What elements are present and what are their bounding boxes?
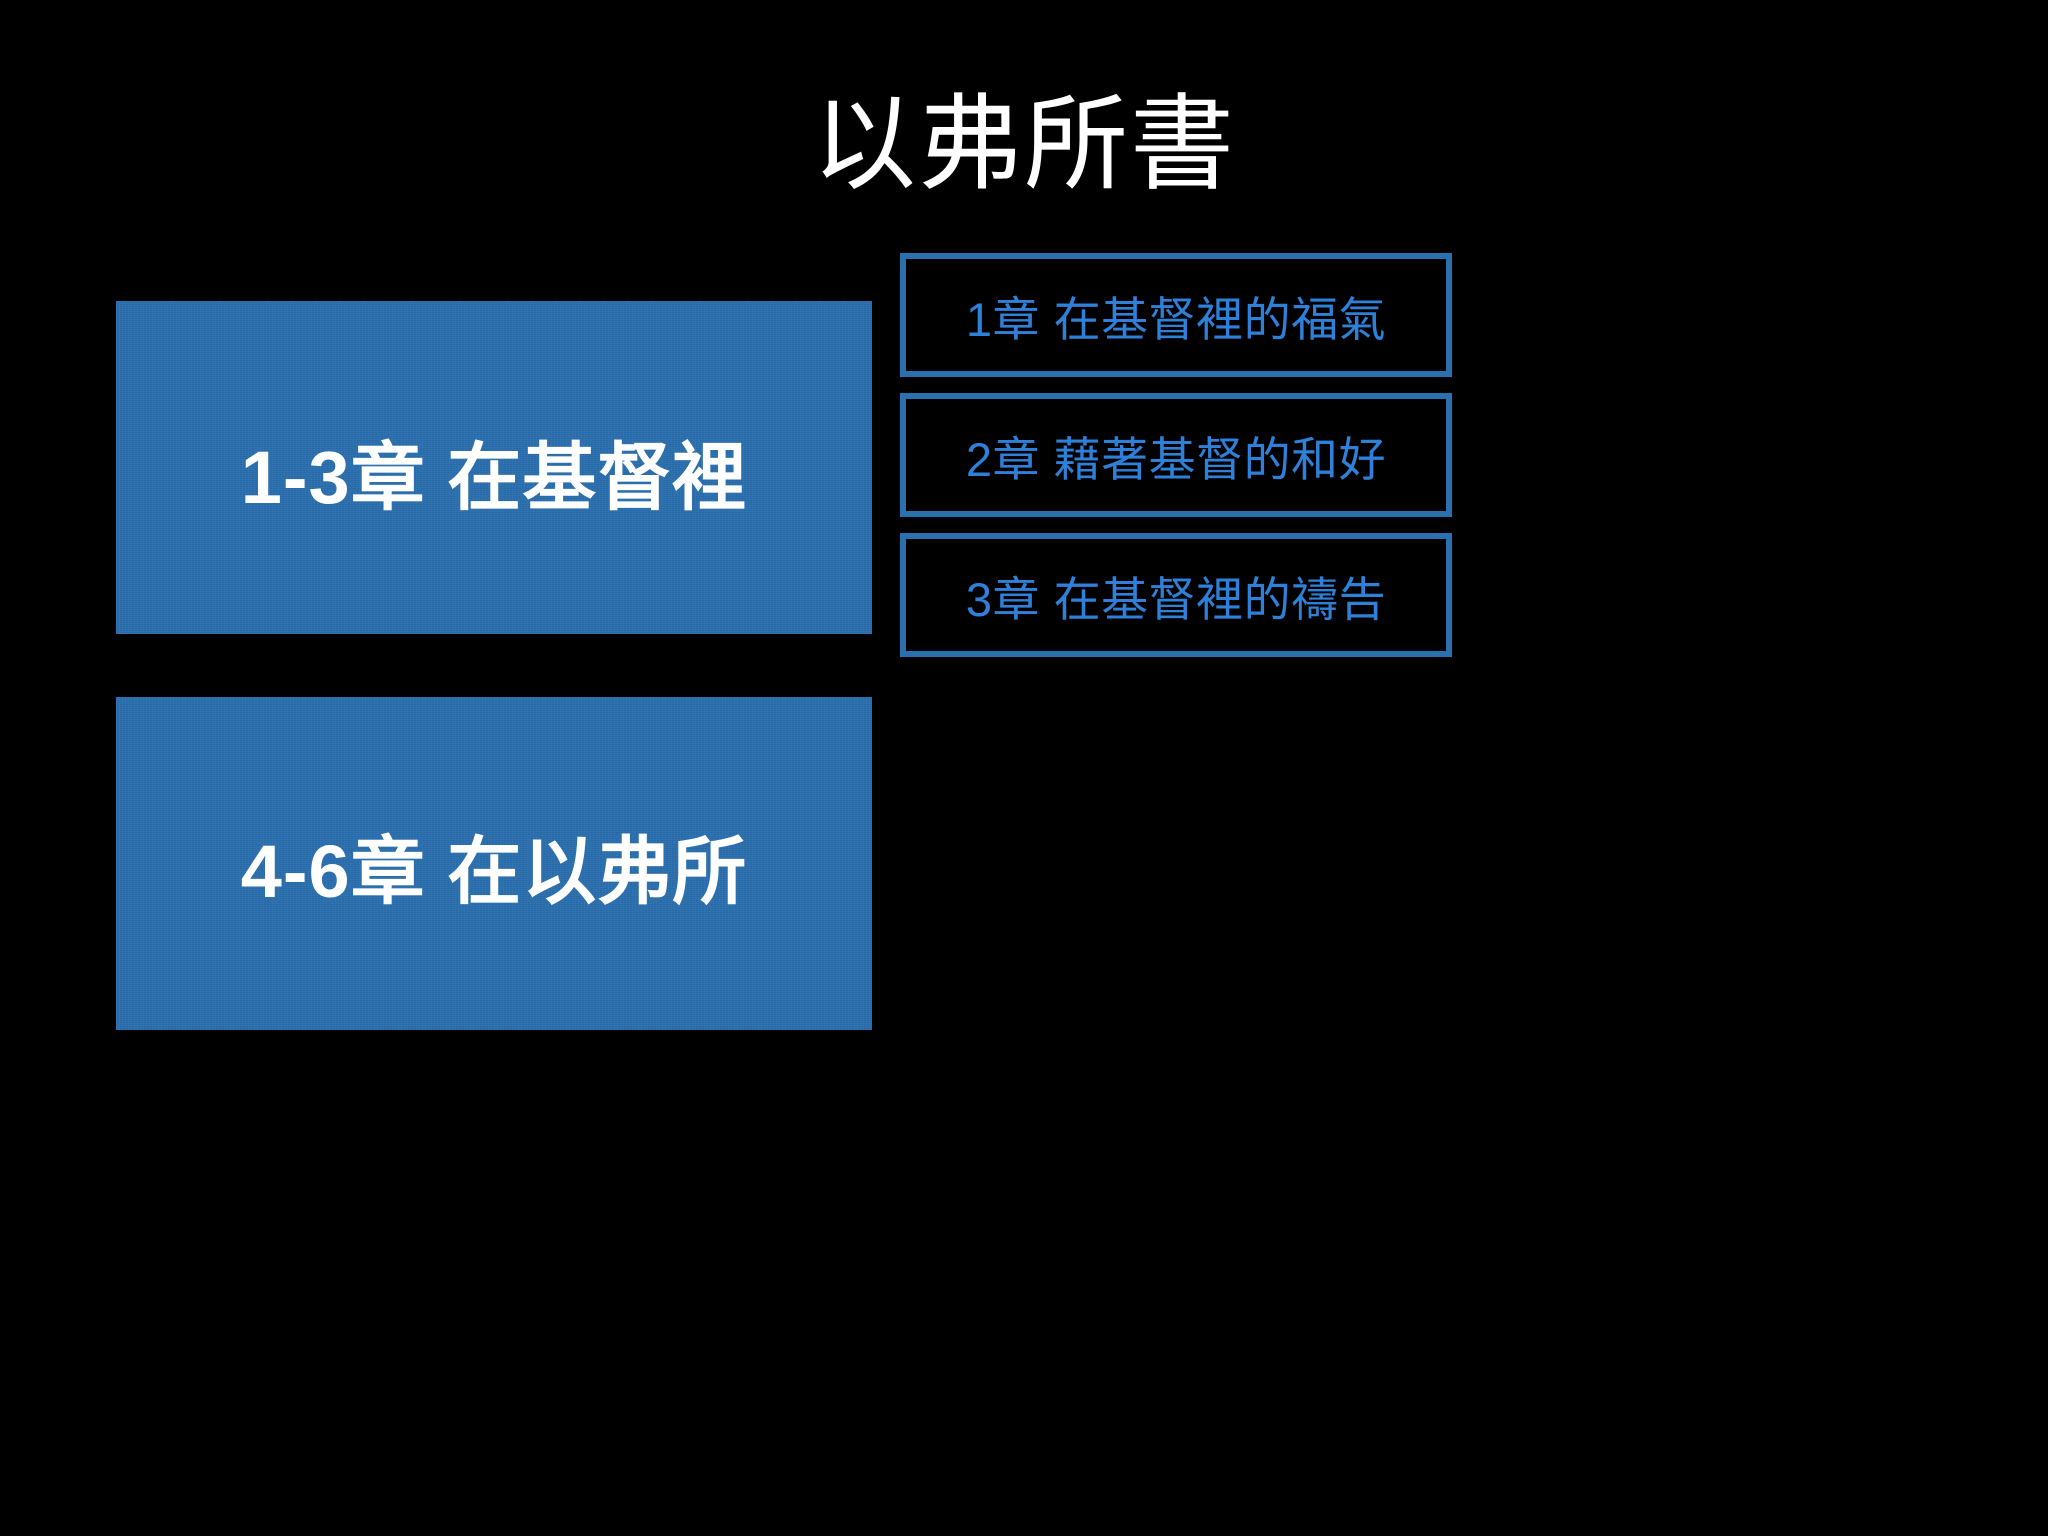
chapter-box-label: 1章 在基督裡的福氣 [965, 292, 1387, 346]
chapter-box-2[interactable]: 2章 藉著基督的和好 [900, 393, 1452, 517]
chapter-box-1[interactable]: 1章 在基督裡的福氣 [900, 253, 1452, 377]
chapter-box-label: 3章 在基督裡的禱告 [965, 572, 1387, 626]
chapter-box-3[interactable]: 3章 在基督裡的禱告 [900, 533, 1452, 657]
section-block-label: 4-6章 在以弗所 [240, 830, 748, 913]
chapter-box-label: 2章 藉著基督的和好 [965, 432, 1387, 486]
section-block-label: 1-3章 在基督裡 [240, 436, 748, 519]
section-block-chapters-4-6[interactable]: 4-6章 在以弗所 [116, 697, 872, 1030]
section-block-chapters-1-3[interactable]: 1-3章 在基督裡 [116, 301, 872, 634]
page-title: 以弗所書 [811, 87, 1236, 203]
